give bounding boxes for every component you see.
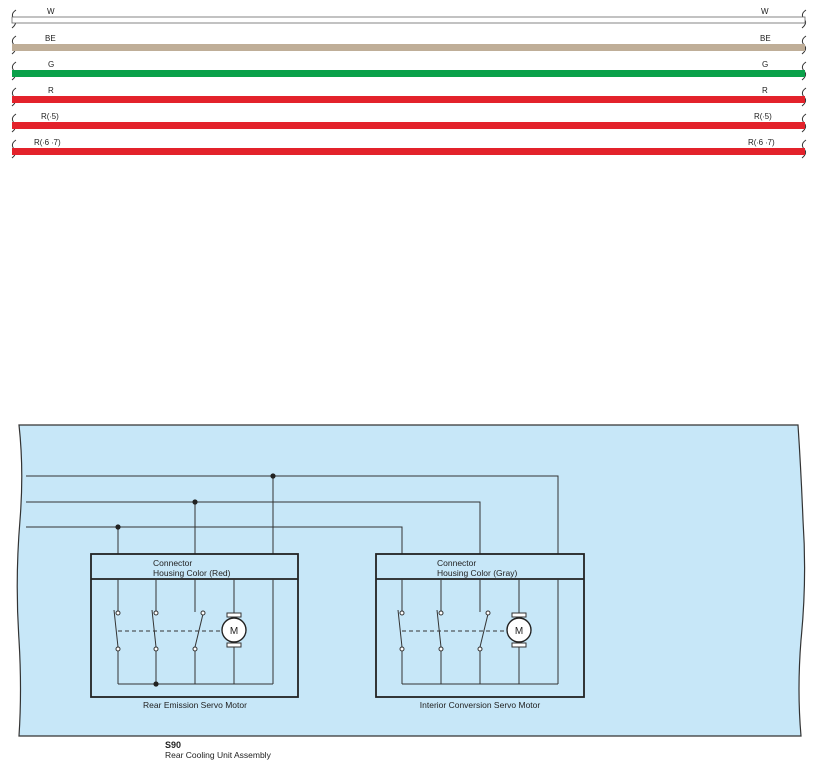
assembly-name: Rear Cooling Unit Assembly — [165, 750, 272, 760]
wire-harness: W W BE BE G G R R — [11, 7, 807, 159]
wire-label-left: R — [48, 86, 54, 95]
wire-label-right: R(∙5) — [754, 112, 772, 121]
assembly-outline — [16, 424, 806, 737]
wire-r-5: R(∙5) R(∙5) — [11, 112, 807, 133]
signal-lines — [26, 475, 559, 554]
wire-label-left: R(∙6 ∙7) — [34, 138, 61, 147]
wire-label-right: R — [762, 86, 768, 95]
motor-symbol: M — [506, 612, 532, 648]
wire-w: W W — [11, 7, 807, 29]
wire-r: R R — [11, 86, 807, 107]
motor-symbol: M — [221, 612, 247, 648]
junction-dots — [115, 473, 276, 530]
wire-label-left: W — [47, 7, 55, 16]
connector-label: Connector — [153, 558, 192, 568]
wire-be: BE BE — [11, 34, 807, 55]
wire-label-left: BE — [45, 34, 56, 43]
wire-label-right: BE — [760, 34, 771, 43]
wire-label-right: R(∙6 ∙7) — [748, 138, 775, 147]
connector-housing-color: Housing Color (Red) — [153, 568, 231, 578]
wire-label-right: G — [762, 60, 768, 69]
interior-conversion-servo-motor: Connector Housing Color (Gray) — [375, 553, 585, 710]
connector-housing-color: Housing Color (Gray) — [437, 568, 517, 578]
rear-emission-servo-motor: Connector Housing Color (Red) — [90, 553, 299, 710]
motor-m-label: M — [230, 626, 238, 637]
wire-label-left: G — [48, 60, 54, 69]
connector-label: Connector — [437, 558, 476, 568]
rear-cooling-unit-assembly: Connector Housing Color (Red) — [16, 424, 806, 737]
motor-m-label: M — [515, 626, 523, 637]
assembly-code: S90 — [165, 740, 181, 750]
wire-g: G G — [11, 60, 807, 81]
motor-name: Interior Conversion Servo Motor — [420, 700, 541, 710]
motor-name: Rear Emission Servo Motor — [143, 700, 247, 710]
wire-label-right: W — [761, 7, 769, 16]
wire-r-6-7: R(∙6 ∙7) R(∙6 ∙7) — [11, 138, 807, 159]
wire-label-left: R(∙5) — [41, 112, 59, 121]
